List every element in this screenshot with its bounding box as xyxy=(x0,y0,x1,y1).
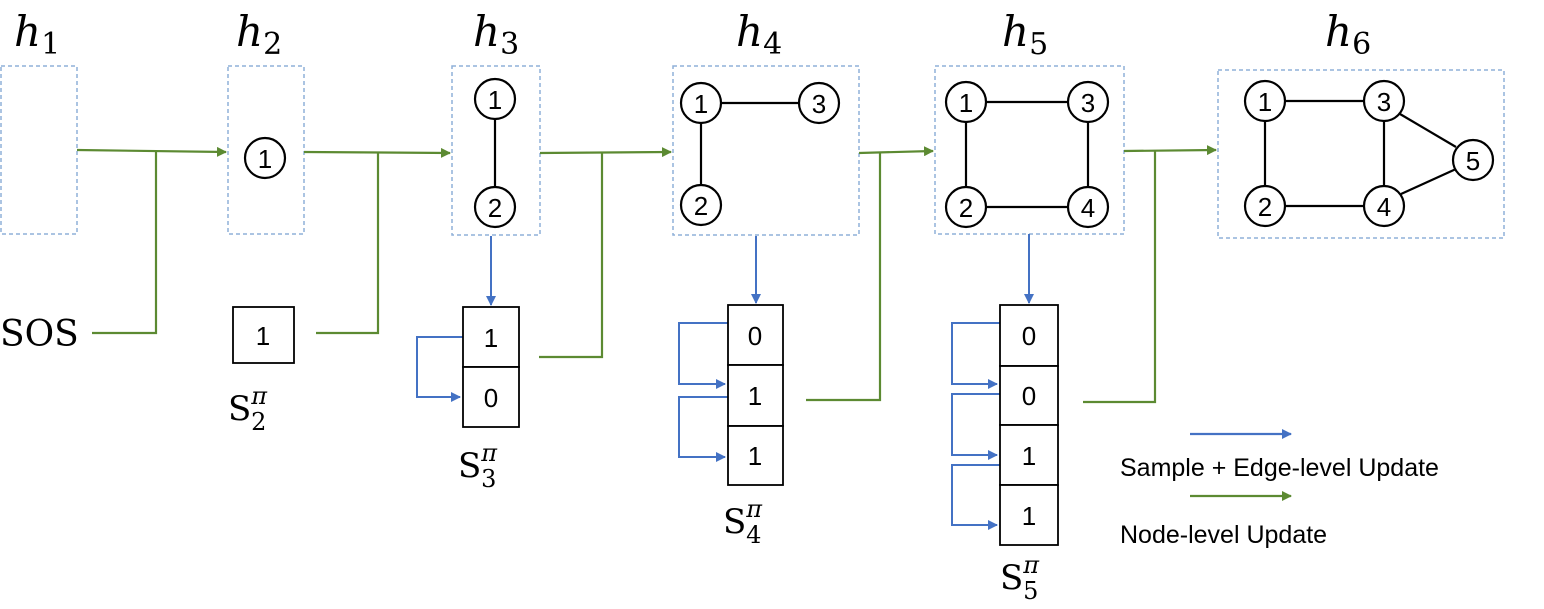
sequence-cell xyxy=(999,484,1059,546)
graph-node: 1 xyxy=(1243,79,1287,123)
sequence-value: 0 xyxy=(484,383,498,413)
node-level-connector xyxy=(806,152,882,402)
sequence-value: 1 xyxy=(748,381,762,411)
node-level-arrow xyxy=(1123,145,1217,156)
hidden-state-label: h4 xyxy=(736,7,782,62)
svg-text:1: 1 xyxy=(694,89,708,119)
node-level-connector xyxy=(316,152,380,335)
edge-level-loop xyxy=(678,322,728,389)
edge-level-loop xyxy=(951,393,1000,460)
hidden-state-label: h6 xyxy=(1325,7,1371,62)
edge-level-loop xyxy=(678,396,728,462)
svg-text:1: 1 xyxy=(1258,87,1272,117)
svg-text:1: 1 xyxy=(258,144,272,174)
sequence-cell xyxy=(462,366,520,428)
svg-text:3: 3 xyxy=(1081,88,1095,118)
legend-label: Sample + Edge-level Update xyxy=(1120,454,1439,482)
svg-text:1: 1 xyxy=(488,85,502,115)
hidden-state-label: h3 xyxy=(473,7,519,62)
svg-text:3: 3 xyxy=(1377,87,1391,117)
state-box-h2 xyxy=(227,65,305,235)
state-box-h4 xyxy=(672,65,860,236)
svg-text:3: 3 xyxy=(812,89,826,119)
sequence-value: 1 xyxy=(256,321,270,351)
svg-text:4: 4 xyxy=(1377,192,1391,222)
node-level-arrows xyxy=(76,145,1217,404)
graph-node: 2 xyxy=(944,185,988,229)
hidden-state-labels: h1 h2 h3 h4 h5 h6 xyxy=(14,7,1371,62)
graph-node: 1 xyxy=(679,81,723,125)
sequence-value: 1 xyxy=(1022,441,1036,471)
sequence-value: 0 xyxy=(748,321,762,351)
sequence-value: 0 xyxy=(1022,381,1036,411)
edge-level-arrows xyxy=(416,234,1034,530)
state-box-h3 xyxy=(451,65,541,236)
graph-edge xyxy=(1399,113,1457,148)
edge-level-loop xyxy=(951,322,1000,389)
sequence-cell xyxy=(462,306,520,368)
sequence-value: 0 xyxy=(1022,321,1036,351)
sequence-cell xyxy=(232,306,295,364)
graph-edges xyxy=(493,99,1457,209)
graph-node: 4 xyxy=(1066,185,1110,229)
graph-edge xyxy=(1400,167,1457,196)
sequence-value: 1 xyxy=(484,323,498,353)
svg-text:1: 1 xyxy=(959,88,973,118)
hidden-state-label: h5 xyxy=(1002,7,1048,62)
hidden-state-label: h1 xyxy=(14,7,60,62)
node-level-arrow xyxy=(858,146,934,157)
svg-text:5: 5 xyxy=(1466,146,1480,176)
svg-text:2: 2 xyxy=(1258,192,1272,222)
graph-node: 3 xyxy=(797,81,841,125)
sequence-cells xyxy=(232,304,1059,546)
graph-node: 2 xyxy=(679,183,723,227)
svg-text:4: 4 xyxy=(1081,193,1095,223)
sos-label: SOS xyxy=(0,314,79,355)
graph-node: 2 xyxy=(1243,184,1287,228)
sequence-cell xyxy=(727,425,784,486)
sequence-cell xyxy=(727,364,784,427)
hidden-state-label: h2 xyxy=(236,7,282,62)
svg-text:2: 2 xyxy=(694,191,708,221)
node-level-arrow xyxy=(76,146,227,157)
state-box-h6 xyxy=(1217,69,1505,239)
edge-level-loop xyxy=(416,336,463,402)
graph-node: 1 xyxy=(944,80,988,124)
node-level-connector xyxy=(1083,151,1157,404)
graph-node: 1 xyxy=(243,136,287,180)
graph-node: 2 xyxy=(473,185,517,229)
graph-node: 5 xyxy=(1451,138,1495,182)
graph-node: 4 xyxy=(1362,184,1406,228)
legend: Sample + Edge-level Update Node-level Up… xyxy=(1120,429,1439,549)
graph-node: 3 xyxy=(1066,80,1110,124)
graph-nodes: 1 1 2 1 2 3 1 2 xyxy=(243,77,1495,229)
node-level-connector xyxy=(92,151,158,335)
legend-label: Node-level Update xyxy=(1120,521,1327,549)
edge-level-loop xyxy=(951,464,1000,530)
sequence-cell xyxy=(727,304,784,366)
node-level-connector xyxy=(539,153,604,359)
sequence-value: 1 xyxy=(748,441,762,471)
graph-node: 3 xyxy=(1362,79,1406,123)
sequence-value: 1 xyxy=(1022,501,1036,531)
graph-node: 1 xyxy=(473,77,517,121)
state-box-h1 xyxy=(0,65,78,235)
sequence-values: 1 1 0 0 1 1 0 0 1 1 xyxy=(256,321,1036,531)
svg-text:2: 2 xyxy=(488,193,502,223)
node-level-arrow xyxy=(539,147,672,158)
svg-text:2: 2 xyxy=(959,193,973,223)
